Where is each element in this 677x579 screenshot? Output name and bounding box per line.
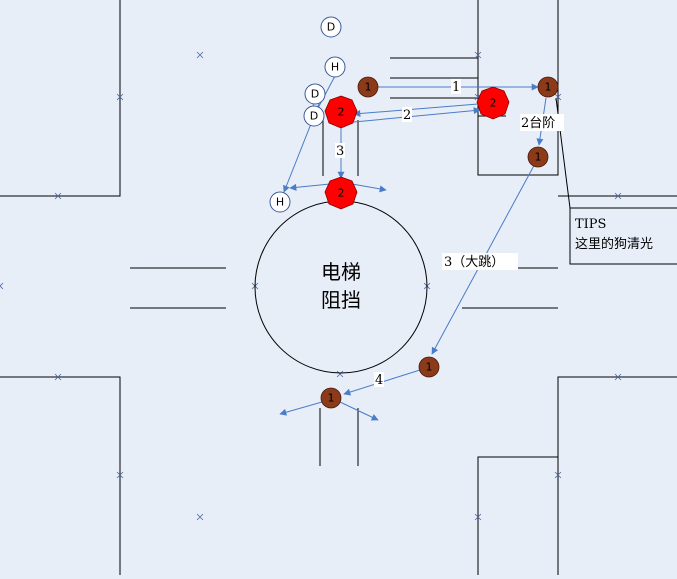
svg-text:D: D: [327, 21, 335, 34]
svg-text:1: 1: [545, 81, 552, 94]
svg-text:1: 1: [535, 151, 542, 164]
marker-brown-2: 1: [537, 76, 559, 98]
marker-d-mid1: D: [304, 83, 326, 105]
arrow-red-left: [289, 183, 331, 191]
route-arrows: [279, 75, 547, 421]
marker-red-b: 2: [476, 86, 510, 120]
tips-title: TIPS: [575, 217, 606, 232]
arrow-bottom-right: [339, 401, 379, 421]
brown-markers: 1 1 1 1 1: [320, 76, 559, 409]
elevator-circle: [254, 200, 428, 374]
svg-text:D: D: [311, 88, 319, 101]
outline-markers: D H D D H: [269, 16, 346, 213]
arrow-red-right: [351, 183, 387, 193]
marker-red-c: 2: [324, 176, 358, 210]
svg-text:H: H: [276, 196, 284, 209]
wall-bottom-right-inner: [477, 456, 558, 575]
marker-d-top: D: [320, 16, 342, 38]
edge-label-4: 4: [375, 373, 383, 388]
wall-bottom-left: [0, 376, 121, 575]
marker-brown-3: 1: [527, 146, 549, 168]
edge-label-2: 2: [403, 108, 411, 123]
edge-label-jump: 3（大跳）: [444, 255, 504, 270]
marker-h-top: H: [324, 56, 346, 78]
wall-bottom-right: [557, 376, 677, 575]
elevator-label-line2: 阻挡: [321, 288, 361, 312]
edge-labels: 1 2 3 2台阶 3（大跳） 4: [335, 79, 564, 388]
arrow-bottom-left: [279, 401, 323, 416]
edge-label-3: 3: [336, 144, 344, 159]
svg-text:H: H: [331, 61, 339, 74]
red-markers: 2 2 2: [324, 86, 510, 210]
marker-d-mid2: D: [303, 105, 325, 127]
marker-brown-4: 1: [418, 356, 440, 378]
wall-top-left: [0, 0, 121, 197]
svg-text:2: 2: [338, 187, 345, 200]
edge-label-1: 1: [452, 80, 460, 95]
marker-h-left: H: [269, 191, 291, 213]
svg-text:D: D: [310, 110, 318, 123]
arrow-2-fwd: [353, 107, 481, 123]
svg-text:2: 2: [338, 106, 345, 119]
marker-brown-1: 1: [357, 76, 379, 98]
marker-red-a: 2: [324, 95, 358, 129]
marker-brown-5: 1: [320, 387, 342, 409]
svg-text:1: 1: [328, 392, 335, 405]
svg-text:1: 1: [426, 361, 433, 374]
arrow-2-back: [353, 103, 479, 117]
elevator-label-line1: 电梯: [321, 260, 361, 284]
svg-text:2: 2: [490, 97, 497, 110]
svg-text:1: 1: [365, 81, 372, 94]
edge-label-stairs: 2台阶: [521, 116, 555, 131]
tips-text: 这里的狗清光: [575, 236, 653, 252]
tips-leader: [555, 97, 571, 264]
